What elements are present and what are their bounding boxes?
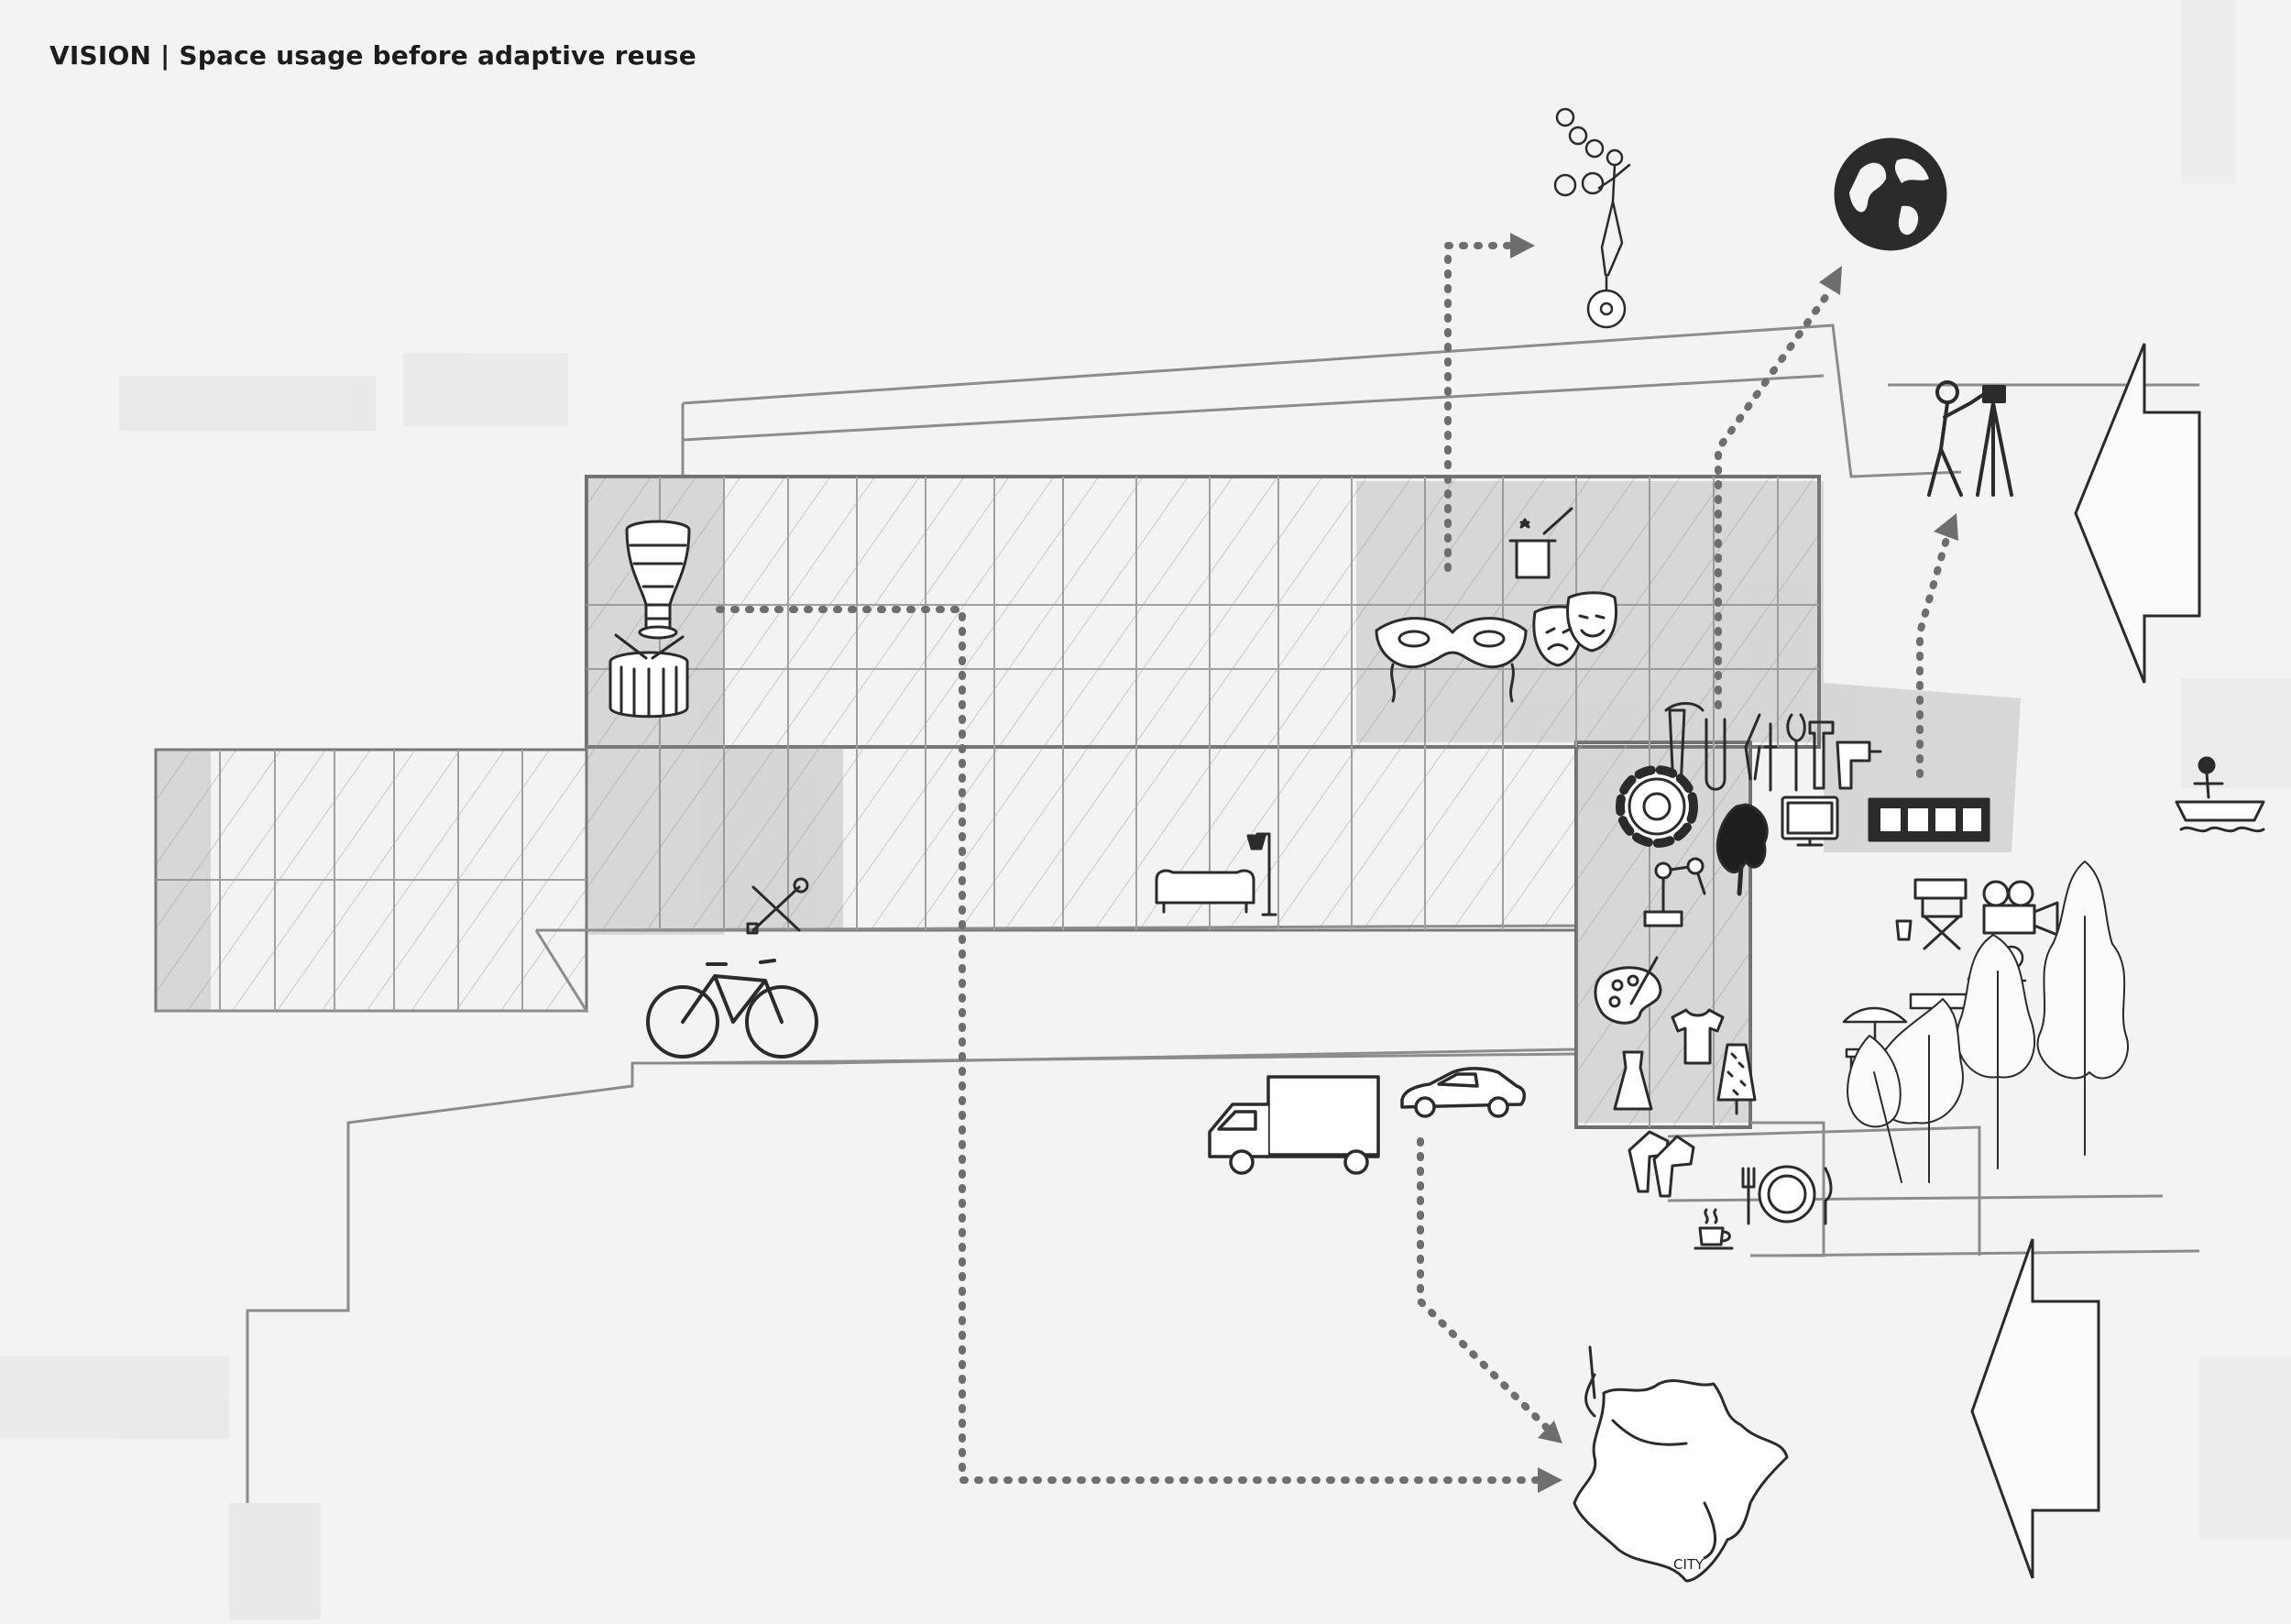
flow-arrow-to-juggler (1444, 242, 1516, 572)
diagram-title: VISION | Space usage before adaptive reu… (49, 40, 696, 71)
city-label: CITY (1673, 1556, 1705, 1573)
palette-icon (1594, 956, 1662, 1025)
monitor-icon (1781, 796, 1839, 847)
globe-icon (1834, 137, 1947, 251)
movie-camera-icon (1982, 880, 2059, 937)
coat-icon (1716, 1043, 1757, 1115)
flow-arrowheads (1510, 233, 1958, 1493)
plate-cutlery-icon (1741, 1165, 1833, 1225)
shoes-icon (1628, 1130, 1695, 1198)
film-strip-icon (1868, 797, 1990, 842)
gear-icon (1616, 765, 1698, 848)
entry-arrow-icon (2074, 343, 2201, 684)
entry-arrow-icon (1970, 1238, 2100, 1579)
carnival-mask-icon (1375, 617, 1528, 703)
juggler-unicycle-icon (1553, 107, 1631, 329)
flow-arrow-drum-to-city (716, 606, 1543, 1484)
tree-silhouette-icon (1716, 803, 1769, 896)
truck-icon (1208, 1075, 1380, 1175)
flow-arrow-to-photographer (1916, 532, 1951, 778)
boat-icon (2175, 756, 2265, 833)
bicycle-icon (646, 959, 818, 1059)
hand-tools-icon (1664, 702, 1882, 792)
building-outline (154, 324, 2200, 1503)
director-chair-icon (1895, 878, 1968, 950)
city-map-icon (1573, 1345, 1789, 1583)
magic-hat-icon (1508, 507, 1573, 579)
trees-icon (1847, 861, 2129, 1183)
tools-crossed-icon (746, 877, 809, 935)
photographer-icon (1927, 380, 2013, 497)
robot-arm-icon (1643, 857, 1706, 927)
theatre-masks-icon (1532, 591, 1617, 667)
djembe-drum-icon (625, 520, 691, 640)
sofa-lamp-icon (1155, 832, 1277, 916)
snare-drum-icon (608, 633, 689, 719)
flow-arrows (716, 242, 1951, 1484)
car-icon (1400, 1067, 1527, 1118)
flow-arrow-car-to-city (1417, 1137, 1552, 1433)
tshirt-icon (1671, 1008, 1725, 1065)
coffee-cup-icon (1694, 1208, 1734, 1250)
dress-icon (1613, 1050, 1653, 1111)
flow-arrow-to-globe (1715, 290, 1832, 709)
